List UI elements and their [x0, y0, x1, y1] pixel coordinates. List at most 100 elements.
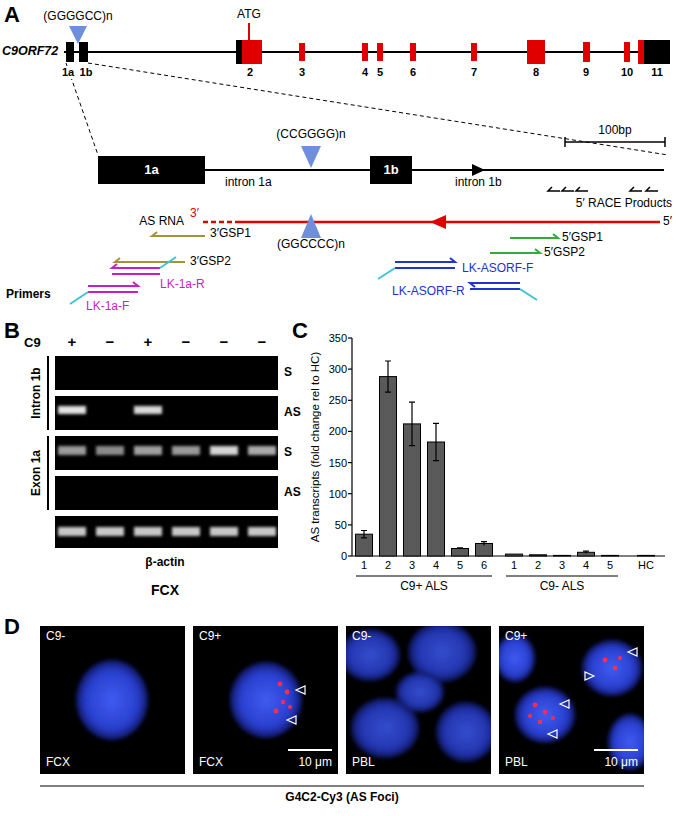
chart-axis: [348, 431, 352, 432]
panel-letter: C: [292, 318, 308, 343]
exon-block: [644, 40, 670, 64]
panel-label: C9+: [505, 630, 527, 644]
gel-band: [248, 446, 276, 455]
exon-block: [66, 40, 670, 64]
error-bar: [361, 531, 367, 538]
race-arrow: [548, 187, 658, 191]
gel-band: [172, 446, 200, 455]
repeat-label: (GGGGCC)n: [43, 10, 112, 24]
primer-label: LK-1a-F: [86, 300, 129, 314]
row-bracket: [47, 356, 49, 430]
category-label: 3: [409, 559, 415, 572]
antisense-rna: [430, 215, 446, 229]
exon-label: 1a: [144, 163, 158, 178]
exon-block: [299, 43, 305, 61]
bar: [530, 555, 547, 556]
panel-label: PBL: [352, 756, 375, 770]
gel-row: [55, 516, 278, 548]
exon-block: [236, 40, 242, 64]
nucleus: [499, 634, 644, 770]
gel-band: [134, 527, 162, 536]
panel-letter: B: [4, 318, 20, 343]
nucleus: [76, 660, 148, 740]
caption-label: G4C2-Cy3 (AS Foci): [285, 791, 398, 805]
primer-label: 5′GSP2: [544, 246, 585, 260]
gel-band: [210, 446, 238, 455]
exon-label: 1b: [383, 163, 398, 178]
intron-line: [205, 169, 370, 171]
gel-row: [55, 356, 278, 548]
error-bar: [433, 423, 439, 460]
primer-label: 3′GSP2: [190, 255, 231, 269]
exon-block: [66, 42, 74, 62]
bar: [602, 555, 619, 557]
error-bar: [361, 361, 589, 554]
nucleus: [515, 687, 575, 743]
gel-band: [134, 406, 162, 414]
tick-label: 0: [341, 550, 347, 563]
primer-arrow: [395, 267, 455, 269]
zoom-line: [66, 63, 668, 155]
repeat-triangle: [69, 26, 87, 44]
intron-line: [412, 169, 664, 171]
nucleus: [230, 662, 302, 738]
micrograph: [40, 626, 644, 774]
end-label: 5′: [663, 215, 672, 229]
primer-label: 3′GSP1: [210, 227, 251, 241]
primer-label: LK-1a-R: [160, 278, 205, 292]
section-label: Primers: [6, 288, 51, 302]
tick-label: 100: [329, 487, 347, 500]
gel-band: [96, 527, 124, 536]
nucleus: [76, 660, 148, 740]
rna-focus: [278, 682, 283, 687]
panel-label: FCX: [199, 756, 223, 770]
rna-focus: [281, 700, 285, 704]
nucleus: [346, 626, 491, 762]
primer-arrow: [378, 268, 395, 279]
tick-label: 350: [329, 332, 347, 345]
intron-line: [412, 164, 664, 176]
race-arrow: [562, 187, 574, 191]
panel-label: FCX: [46, 756, 70, 770]
genotype-sign: −: [258, 333, 267, 350]
gel-band: [248, 527, 276, 536]
axis-title: AS transcripts (fold change rel to HC): [309, 352, 322, 542]
start-codon-mark: [249, 23, 250, 40]
scale-label: 10 μm: [604, 756, 638, 770]
genotype-sign: −: [106, 333, 115, 350]
chart-axis: [348, 493, 352, 494]
repeat-triangle: [301, 214, 321, 238]
tick-label: 200: [329, 425, 347, 438]
strand-label: AS: [284, 406, 301, 420]
primer-label: LK-ASORF-F: [462, 262, 533, 276]
chart-axis: [348, 338, 665, 556]
scale-bar: [564, 137, 566, 147]
primer-arrow: [510, 234, 558, 238]
rna-focus: [274, 709, 279, 714]
race-arrow: [646, 187, 658, 191]
category-label: 2: [385, 559, 391, 572]
primer-arrow: [70, 232, 558, 304]
race-label: 5′ RACE Products: [576, 197, 672, 211]
rna-label: AS RNA: [139, 215, 184, 229]
gel-row: [55, 356, 278, 390]
group-bracket: [356, 575, 618, 576]
exon-number: 1b: [79, 66, 94, 79]
gel-band: [58, 527, 86, 536]
repeat-label: (GGCCCC)n: [277, 238, 345, 252]
bar: [506, 554, 523, 556]
race-arrow: [630, 187, 642, 191]
arrowhead-marker: [287, 648, 637, 738]
gel-row: [55, 476, 278, 510]
primer-arrow: [520, 289, 537, 300]
start-codon-label: ATG: [237, 8, 261, 22]
exon-number: 9: [582, 66, 590, 79]
race-arrow: [576, 187, 588, 191]
scale-bar: [664, 137, 666, 147]
exon-block: [362, 43, 368, 61]
category-label: 5: [607, 559, 613, 572]
nucleus: [346, 629, 400, 681]
repeat-triangle: [301, 146, 321, 168]
